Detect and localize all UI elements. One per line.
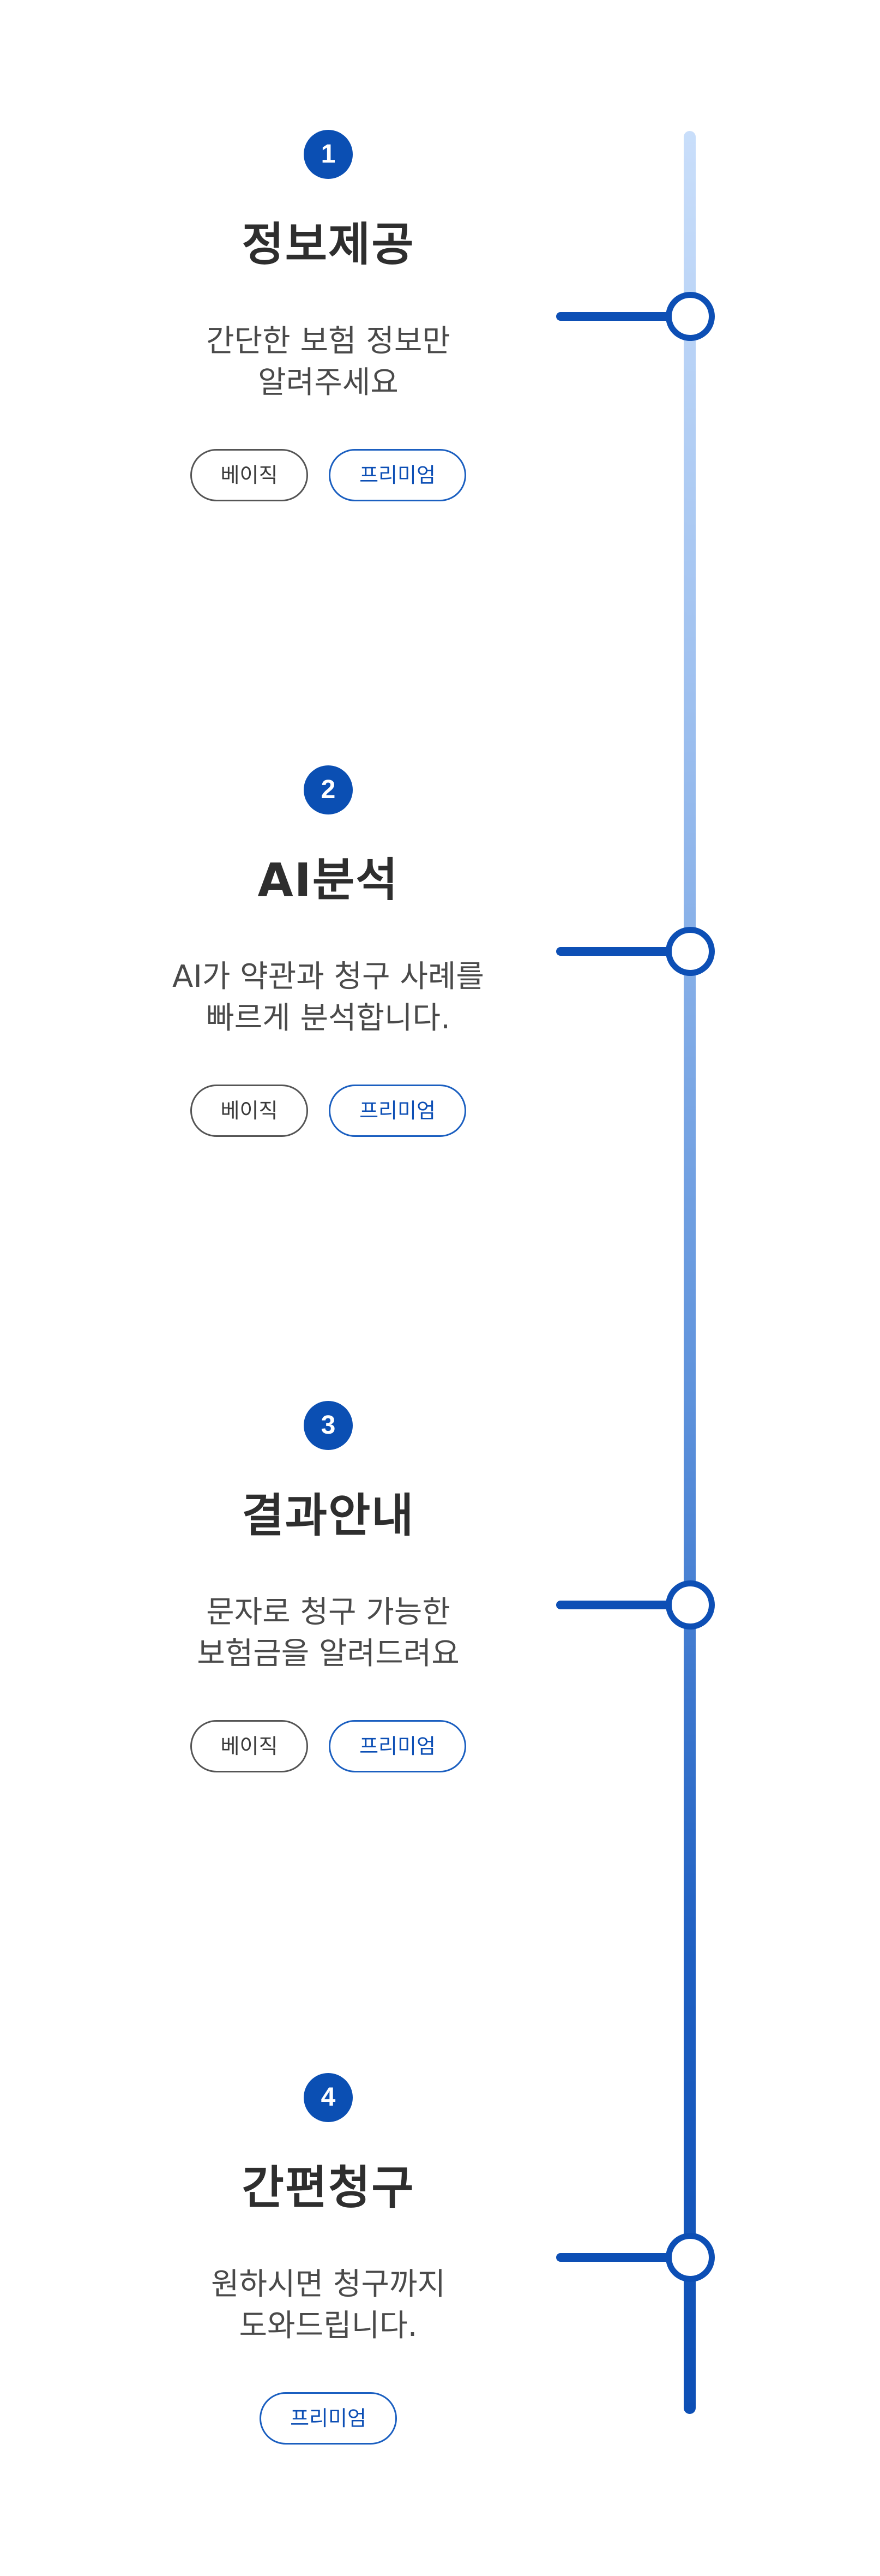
premium-plan-tag[interactable]: 프리미엄: [329, 1720, 466, 1772]
step-number-badge: 2: [304, 765, 353, 814]
basic-plan-tag[interactable]: 베이직: [190, 1085, 308, 1137]
step-description: AI가 약관과 청구 사례를 빠르게 분석합니다.: [136, 956, 520, 1039]
step-title: AI분석: [257, 853, 399, 907]
basic-plan-tag[interactable]: 베이직: [190, 449, 308, 501]
plan-tags: 베이직 프리미엄: [0, 449, 656, 504]
step-title: 간편청구: [242, 2161, 415, 2214]
step-description-line: 빠르게 분석합니다.: [206, 1001, 450, 1036]
step-number-badge: 4: [304, 2073, 353, 2122]
step-description-line: 간단한 보험 정보만: [206, 324, 450, 359]
step-description: 원하시면 청구까지 도와드립니다.: [136, 2264, 520, 2347]
premium-plan-tag[interactable]: 프리미엄: [260, 2392, 397, 2445]
step-title: 결과안내: [242, 1489, 415, 1542]
timeline-node-icon: [666, 1580, 715, 1630]
step-description-line: 알려주세요: [258, 365, 399, 400]
step-description-line: 문자로 청구 가능한: [206, 1595, 450, 1630]
connector-bar: [556, 1601, 684, 1609]
step-number-badge: 3: [304, 1401, 353, 1450]
step-number-badge: 1: [304, 130, 353, 179]
premium-plan-tag[interactable]: 프리미엄: [329, 1085, 466, 1137]
step-description: 문자로 청구 가능한 보험금을 알려드려요: [136, 1592, 520, 1675]
connector-bar: [556, 312, 684, 321]
step-description-line: 보험금을 알려드려요: [197, 1636, 460, 1672]
step-description-line: 원하시면 청구까지: [211, 2267, 445, 2302]
plan-tags: 프리미엄: [0, 2392, 656, 2447]
plan-tags: 베이직 프리미엄: [0, 1085, 656, 1139]
connector-bar: [556, 2253, 684, 2262]
step-description-line: 도와드립니다.: [239, 2308, 418, 2344]
timeline-node-icon: [666, 292, 715, 341]
step-title: 정보제공: [242, 218, 415, 271]
timeline-node-icon: [666, 2233, 715, 2282]
step-description: 간단한 보험 정보만 알려주세요: [136, 321, 520, 404]
timeline-node-icon: [666, 927, 715, 976]
premium-plan-tag[interactable]: 프리미엄: [329, 449, 466, 501]
timeline-line: [684, 131, 696, 2414]
connector-bar: [556, 947, 684, 956]
basic-plan-tag[interactable]: 베이직: [190, 1720, 308, 1772]
plan-tags: 베이직 프리미엄: [0, 1720, 656, 1775]
step-description-line: AI가 약관과 청구 사례를: [172, 959, 484, 995]
